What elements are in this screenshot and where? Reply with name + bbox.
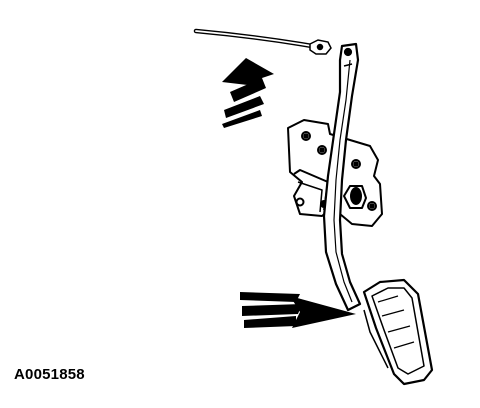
accelerator-cable — [193, 28, 315, 49]
pedal-pad — [362, 278, 434, 386]
pedal-arm — [322, 42, 362, 312]
arrow-right-icon — [240, 292, 356, 328]
arrow-up-right-icon — [222, 58, 274, 128]
cable-end-fitting — [309, 39, 332, 55]
figure-id-label: A0051858 — [14, 366, 85, 383]
